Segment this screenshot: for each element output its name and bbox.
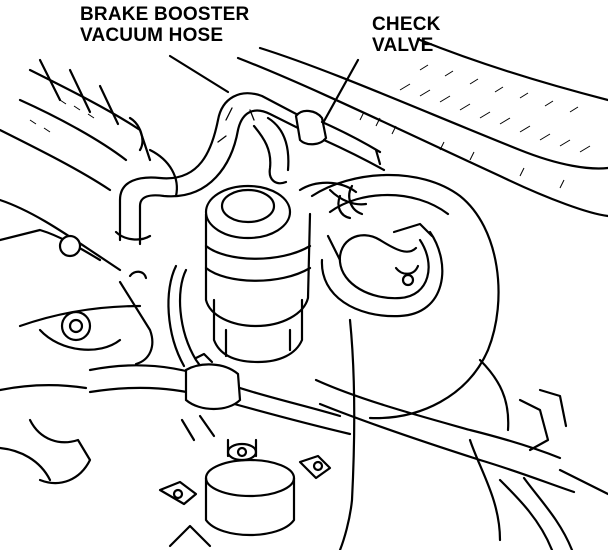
- right-side-harness: [468, 358, 608, 550]
- firewall-panel: [236, 38, 608, 218]
- check-valve: [294, 109, 386, 172]
- vacuum-hose-label-line2: VACUUM HOSE: [80, 25, 224, 46]
- brake-booster-vacuum-hose-label: BRAKE BOOSTER VACUUM HOSE: [80, 4, 249, 46]
- strut-mount: [158, 438, 332, 548]
- brake-booster-vacuum-hose: [114, 92, 322, 246]
- brake-booster-label-line1: BRAKE BOOSTER: [80, 4, 250, 25]
- check-valve-leader-line: [316, 58, 360, 134]
- booster-vacuum-line: [320, 188, 444, 318]
- check-valve-label-line1: CHECK: [372, 14, 441, 35]
- check-valve-label-line2: VALVE: [372, 35, 434, 56]
- left-fittings: [0, 234, 154, 485]
- brake-booster-body: [298, 173, 500, 420]
- hose-connector: [180, 352, 242, 442]
- bolts-and-details: [172, 148, 382, 500]
- booster-hose-leader-line: [168, 54, 230, 94]
- brake-lines: [0, 264, 576, 550]
- engine-block-left: [0, 58, 178, 272]
- master-cylinder-reservoir: [204, 184, 312, 364]
- check-valve-label: CHECK VALVE: [372, 14, 441, 56]
